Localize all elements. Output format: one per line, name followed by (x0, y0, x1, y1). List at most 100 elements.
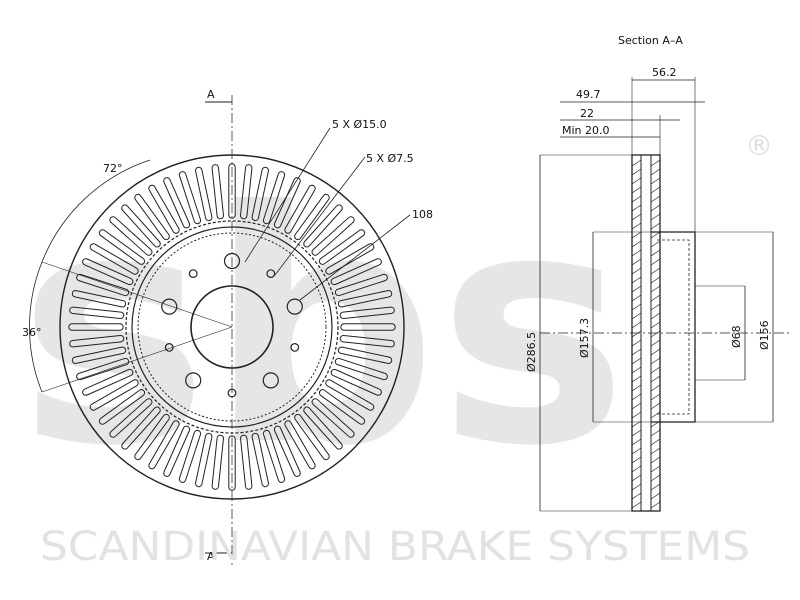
vent-slot (211, 434, 224, 490)
vent-hatch (631, 375, 642, 383)
angle-ray-2 (41, 326, 233, 393)
leader-bolt-circle (299, 214, 411, 301)
small-hole (188, 269, 198, 279)
vent-hatch (650, 357, 661, 365)
vent-slots (68, 163, 396, 491)
label-angle-72: 72° (103, 162, 123, 175)
vent-slot (318, 389, 366, 425)
vent-hatch (631, 177, 642, 185)
vent-hatch (631, 294, 642, 302)
vent-slot (163, 425, 191, 477)
bolt-hole (262, 372, 279, 389)
vent-slot (82, 258, 134, 286)
vent-slot (340, 323, 396, 331)
vent-slot (311, 216, 355, 256)
hat-inner (657, 239, 690, 415)
vent-hatch (631, 213, 642, 221)
vent-slot (195, 432, 213, 488)
vent-slot (303, 406, 343, 450)
vent-hatch (631, 222, 642, 230)
vent-hatch (631, 366, 642, 374)
vent-hatch (650, 168, 661, 176)
vent-hatch (650, 375, 661, 383)
vent-hatch (631, 321, 642, 329)
vent-hatch (631, 312, 642, 320)
vent-hatch (631, 483, 642, 491)
vent-hatch (650, 339, 661, 347)
label-22: 22 (580, 107, 594, 120)
vent-hatch (631, 492, 642, 500)
vent-slot (334, 273, 388, 297)
small-hole (290, 342, 300, 352)
registered-mark: ® (745, 129, 773, 162)
vent-hatch (631, 456, 642, 464)
section-view (539, 77, 790, 512)
vent-hatch (631, 465, 642, 473)
vent-hatch (650, 258, 661, 266)
vent-slot (318, 229, 366, 265)
vent-slot (211, 164, 224, 220)
vent-hatch (650, 402, 661, 410)
vent-hatch (631, 159, 642, 167)
section-marker-bottom: A (207, 550, 215, 563)
label-angle-36: 36° (22, 326, 42, 339)
front-view (29, 95, 411, 565)
vent-hatch (631, 357, 642, 365)
vent-hatch (650, 285, 661, 293)
vent-slot (195, 166, 213, 222)
vent-hatch (631, 330, 642, 338)
vent-slot (262, 429, 286, 483)
vent-slot (330, 258, 382, 286)
vent-hatch (631, 285, 642, 293)
vent-slot (69, 335, 125, 348)
hat-ring-inner (137, 232, 327, 422)
label-bolt-holes: 5 X Ø15.0 (332, 118, 387, 131)
label-min-20: Min 20.0 (562, 124, 610, 137)
vent-slot (76, 357, 130, 381)
label-bolt-circle: 108 (412, 208, 433, 221)
vent-hatch (650, 501, 661, 509)
vent-slot (294, 413, 330, 461)
vent-hatch (631, 267, 642, 275)
vent-slot (337, 290, 393, 308)
vent-hatch (650, 240, 661, 248)
angle-arc-72 (41, 159, 151, 263)
leader-small-holes (274, 156, 366, 276)
vent-hatch (631, 447, 642, 455)
vent-hatch (650, 294, 661, 302)
vent-slot (294, 193, 330, 241)
vent-slot (148, 184, 180, 234)
vent-hatch (631, 384, 642, 392)
bolt-hole (286, 298, 303, 315)
bolt-hole (185, 372, 202, 389)
vent-hatch (650, 303, 661, 311)
vent-slot (109, 216, 153, 256)
vent-slot (121, 406, 161, 450)
vent-hatch (650, 195, 661, 203)
vent-hatch (650, 312, 661, 320)
section-vents (631, 159, 661, 509)
vent-slot (98, 389, 146, 425)
label-d156: Ø156 (758, 320, 771, 350)
vent-slot (134, 413, 170, 461)
bolt-hole (161, 298, 178, 315)
vent-slot (325, 379, 375, 411)
vent-hatch (650, 492, 661, 500)
vent-hatch (631, 249, 642, 257)
vent-hatch (631, 393, 642, 401)
vent-hatch (650, 231, 661, 239)
label-d157: Ø157.3 (578, 318, 591, 358)
vent-hatch (631, 168, 642, 176)
hat-outline (651, 231, 696, 423)
vent-hatch (631, 240, 642, 248)
vent-slot (251, 166, 269, 222)
label-d68: Ø68 (730, 325, 743, 348)
vent-hatch (631, 348, 642, 356)
vent-hatch (650, 465, 661, 473)
vent-slot (68, 323, 124, 331)
vent-hatch (631, 195, 642, 203)
vent-slot (148, 420, 180, 470)
vent-slot (163, 177, 191, 229)
label-small-holes: 5 X Ø7.5 (366, 152, 414, 165)
